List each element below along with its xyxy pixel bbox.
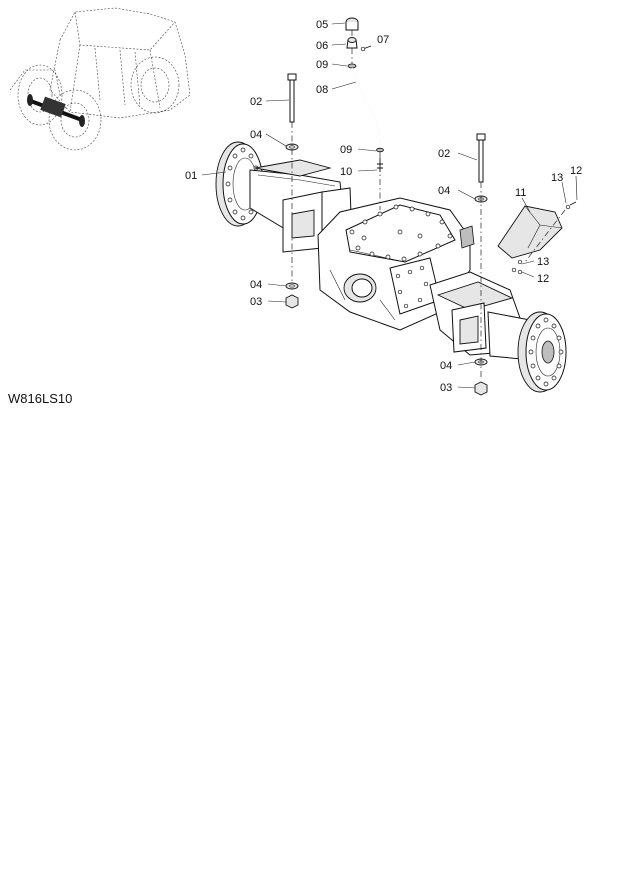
callout-13-upper: 13 xyxy=(551,172,563,184)
callout-03-right: 03 xyxy=(440,382,452,394)
callout-04-right-lower: 04 xyxy=(440,360,452,372)
callout-13-lower: 13 xyxy=(537,256,549,268)
callout-09-upper: 09 xyxy=(316,59,328,71)
left-axle-housing xyxy=(249,159,353,253)
callout-05: 05 xyxy=(316,19,328,31)
part-callouts: 05 06 07 09 08 02 04 09 01 10 02 04 11 1… xyxy=(185,19,582,394)
right-axle-flange xyxy=(517,311,567,393)
callout-01: 01 xyxy=(185,170,197,182)
callout-04-right-upper: 04 xyxy=(438,185,450,197)
bracket-small-fasteners xyxy=(511,201,577,275)
callout-03-left: 03 xyxy=(250,296,262,308)
callout-10: 10 xyxy=(340,166,352,178)
callout-09-lower: 09 xyxy=(340,144,352,156)
diagram-code: W816LS10 xyxy=(8,391,72,406)
callout-04-left-upper: 04 xyxy=(250,129,262,141)
callout-leader-lines xyxy=(201,22,578,389)
callout-12-upper: 12 xyxy=(570,165,582,177)
callout-02-right: 02 xyxy=(438,148,450,160)
callout-02-left: 02 xyxy=(250,96,262,108)
machine-locator-thumbnail xyxy=(9,7,191,151)
guard-bracket xyxy=(497,205,563,259)
callout-06: 06 xyxy=(316,40,328,52)
callout-04-left-lower: 04 xyxy=(250,279,262,291)
callout-11: 11 xyxy=(515,187,526,199)
assembly-center-lines xyxy=(291,30,566,380)
callout-12-lower: 12 xyxy=(537,273,549,285)
callout-08: 08 xyxy=(316,84,328,96)
callout-07: 07 xyxy=(377,34,389,46)
differential-housing xyxy=(317,197,475,331)
